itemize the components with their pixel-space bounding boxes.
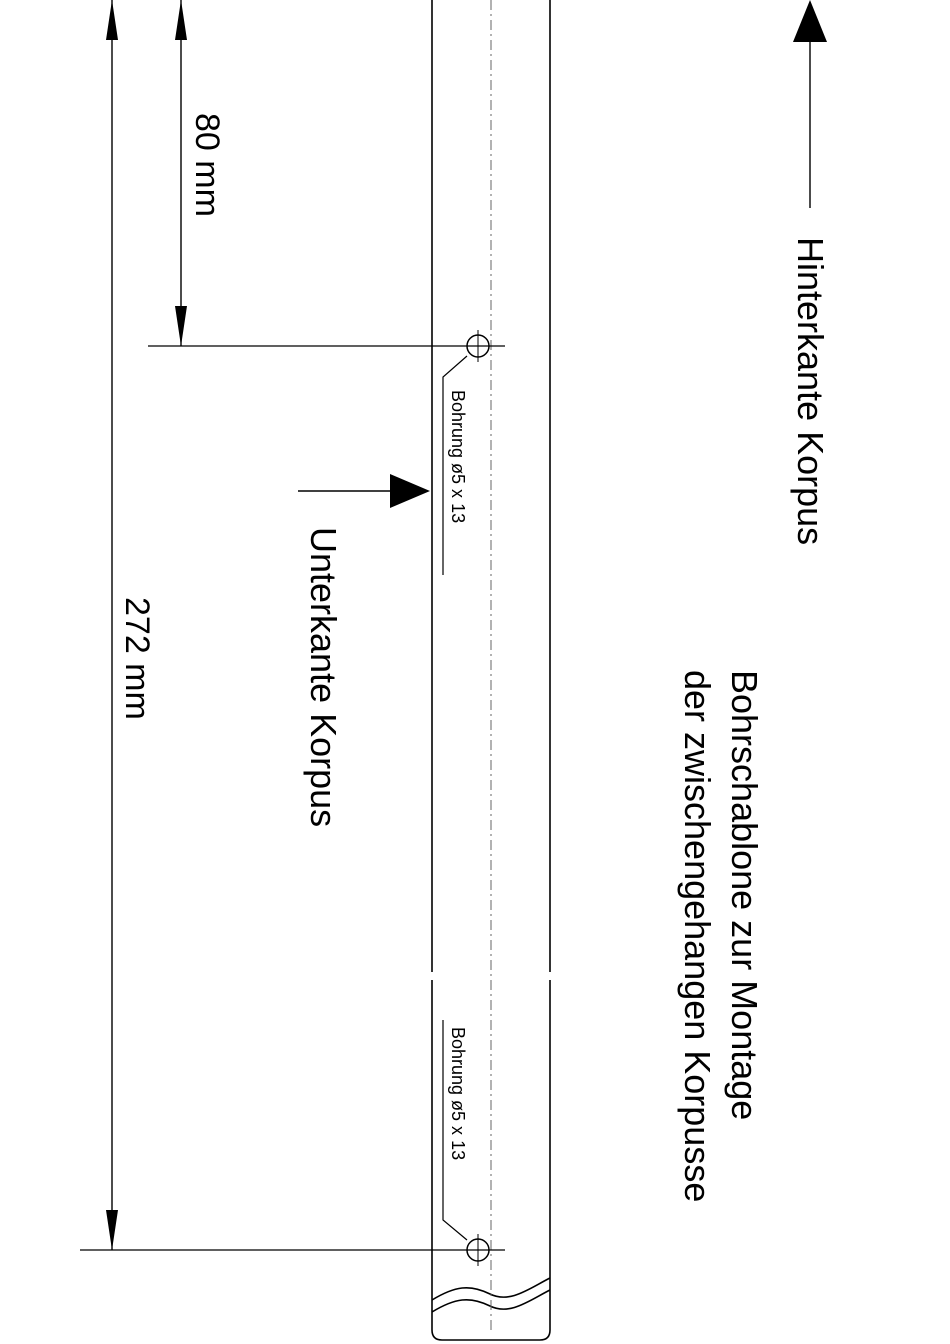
hole-bottom-label: Bohrung ø5 x 13 — [448, 1027, 468, 1160]
unterkante-label: Unterkante Korpus — [303, 527, 344, 827]
hinterkante-label: Hinterkante Korpus — [790, 237, 831, 545]
hole-top-label: Bohrung ø5 x 13 — [448, 390, 468, 523]
dimension-272 — [106, 0, 118, 1250]
dimension-80-label: 80 mm — [188, 113, 226, 217]
dimension-80 — [175, 0, 187, 346]
hinterkante-arrow — [793, 0, 827, 208]
title-line-2: der zwischengehangen Korpusse — [677, 670, 718, 1202]
hole-bottom — [80, 1020, 505, 1266]
dimension-272-label: 272 mm — [118, 597, 156, 720]
title-line-1: Bohrschablone zur Montage — [724, 670, 765, 1120]
unterkante-arrow — [298, 474, 430, 508]
